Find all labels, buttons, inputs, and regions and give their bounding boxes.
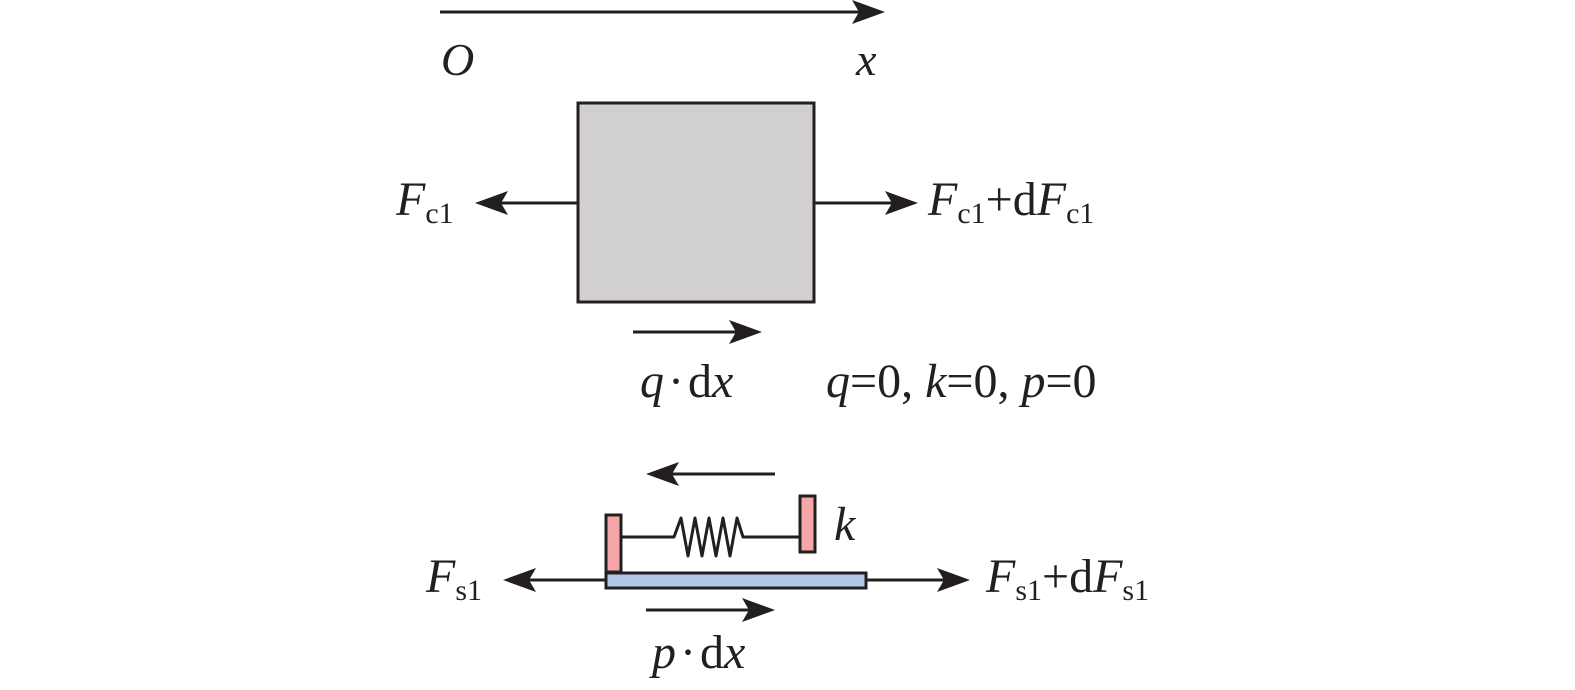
left-force-arrowhead-bottom xyxy=(503,568,536,592)
spring-coil xyxy=(621,516,800,558)
axis-origin-label: O xyxy=(441,34,474,85)
shear-q-label: q·dx xyxy=(640,355,733,408)
spring-stiffness-label: k xyxy=(834,498,857,551)
shear-p-label: p·dx xyxy=(649,626,745,679)
axis-x-label: x xyxy=(855,34,877,85)
spring-right-end xyxy=(798,494,817,554)
spring-force-arrowhead xyxy=(646,462,679,486)
right-force-label-bottom: Fs1+dFs1 xyxy=(985,550,1149,607)
right-force-label-top: Fc1+dFc1 xyxy=(927,173,1094,230)
element-block xyxy=(576,101,816,304)
shear-p-arrowhead xyxy=(742,598,775,622)
right-force-arrowhead-bottom xyxy=(937,568,970,592)
right-force-arrowhead-top xyxy=(885,191,918,215)
left-force-arrowhead-top xyxy=(475,191,508,215)
left-force-label-bottom: Fs1 xyxy=(425,550,482,607)
condition-label: q=0, k=0, p=0 xyxy=(826,355,1097,408)
x-axis-arrowhead xyxy=(852,0,885,24)
spring-left-end xyxy=(604,513,623,574)
left-force-label-top: Fc1 xyxy=(395,173,454,230)
shear-q-arrowhead xyxy=(729,320,762,344)
steel-plate xyxy=(604,571,868,590)
